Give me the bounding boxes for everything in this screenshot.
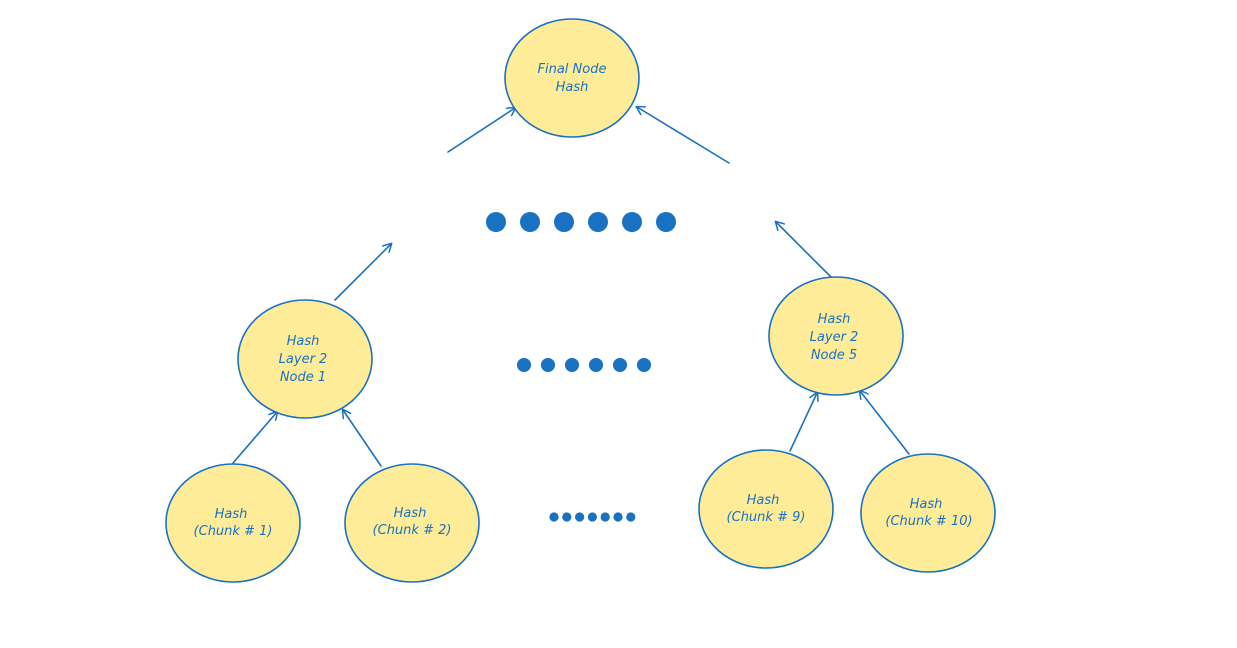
node-chunk-10-label-line1: Hash (910, 497, 943, 512)
ellipsis-dot (613, 358, 627, 372)
node-layer2-node1-label-line3: Node 1 (280, 370, 326, 385)
node-chunk-2-label-line1: Hash (394, 506, 427, 521)
ellipsis-dot (575, 512, 585, 522)
node-layer2-node5-shape (768, 276, 904, 396)
arrow-chunk9-to-node5 (789, 393, 817, 452)
ellipsis-dot (637, 358, 651, 372)
node-root: Final Node Hash (504, 18, 640, 138)
node-layer2-node5-label-line1: Hash (818, 312, 851, 327)
arrow-upper-right-to-root (637, 107, 730, 164)
ellipsis-dots-middle (517, 358, 651, 372)
node-root-label-line1: Final Node (538, 62, 607, 77)
node-layer2-node5-label-line3: Node 5 (811, 348, 857, 363)
ellipsis-dot (588, 212, 608, 232)
ellipsis-dot (554, 212, 574, 232)
node-chunk-1-label-line2: (Chunk # 1) (194, 524, 273, 539)
node-layer2-node1-shape (237, 299, 373, 419)
ellipsis-dot (589, 358, 603, 372)
node-chunk-9-label-line1: Hash (747, 493, 780, 508)
arrow-upper-left-to-root (447, 108, 515, 153)
node-root-label-line2: Hash (556, 80, 589, 95)
ellipsis-dot (520, 212, 540, 232)
ellipsis-dot (622, 212, 642, 232)
arrows (232, 107, 910, 467)
node-chunk-2-label-line2: (Chunk # 2) (373, 523, 452, 538)
ellipsis-dot (587, 512, 598, 522)
node-chunk-1-label-line1: Hash (215, 507, 248, 522)
ellipsis-dot (562, 512, 572, 522)
ellipsis-dots-bottom (549, 512, 636, 522)
node-chunk-1: Hash (Chunk # 1) (165, 463, 301, 583)
node-chunk-10: Hash (Chunk # 10) (860, 453, 996, 573)
arrow-chunk10-to-node5 (860, 391, 910, 455)
arrow-node1-up (334, 244, 391, 301)
node-chunk-1-shape (165, 463, 301, 583)
node-chunk-9: Hash (Chunk # 9) (698, 449, 834, 569)
node-layer2-node1-label-line1: Hash (287, 334, 320, 349)
arrow-chunk2-to-node1 (343, 410, 382, 467)
ellipsis-dot (600, 512, 610, 522)
arrow-chunk1-to-node1 (232, 412, 277, 464)
ellipsis-dot (541, 358, 555, 372)
node-layer2-node5-label-line2: Layer 2 (810, 330, 859, 345)
node-chunk-9-label-line2: (Chunk # 9) (727, 510, 806, 525)
ellipsis-dot (549, 512, 559, 522)
node-layer2-node5: Hash Layer 2 Node 5 (768, 276, 904, 396)
arrow-node5-up (776, 222, 832, 278)
ellipsis-dot (517, 358, 531, 372)
node-layer2-node1-label-line2: Layer 2 (279, 352, 328, 367)
node-root-shape (504, 18, 640, 138)
node-chunk-2: Hash (Chunk # 2) (344, 463, 480, 583)
ellipsis-dot (565, 358, 579, 372)
ellipsis-dots-top (486, 212, 676, 232)
ellipsis-dot (613, 512, 623, 522)
node-chunk-10-shape (860, 453, 996, 573)
node-chunk-2-shape (344, 463, 480, 583)
ellipsis-dot (626, 512, 636, 522)
ellipsis-dot (486, 212, 506, 232)
node-chunk-9-shape (698, 449, 834, 569)
ellipsis-dot (656, 212, 676, 232)
node-layer2-node1: Hash Layer 2 Node 1 (237, 299, 373, 419)
node-chunk-10-label-line2: (Chunk # 10) (885, 514, 972, 529)
